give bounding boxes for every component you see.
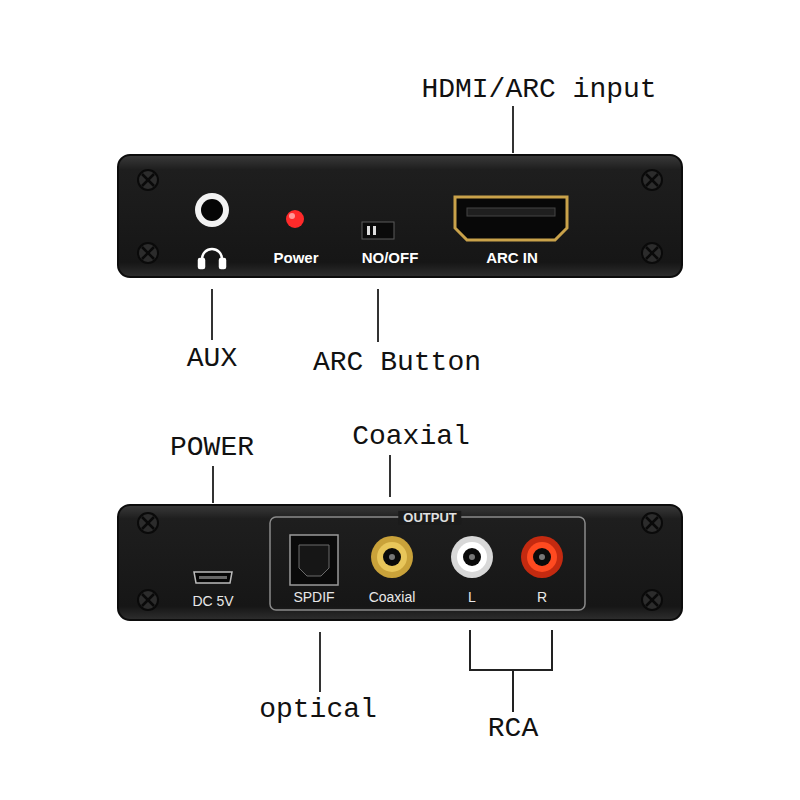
callout-label: RCA [488,714,538,745]
screw-slot [142,517,658,606]
rca-bracket [470,630,552,712]
screw [138,170,158,190]
leader-lines [319,632,321,692]
screw [642,243,662,263]
screw-slot [646,247,658,259]
coaxial-jack [371,536,413,578]
headphone-icon [199,249,225,268]
leader-lines [377,289,379,342]
callout-label: optical [259,695,377,726]
group-heading: OUTPUT [398,511,461,525]
port-label: Coaxial [369,590,416,605]
screw-slot [142,174,658,259]
rca-right-jack [533,548,551,566]
rca-left-jack [451,536,493,578]
optical-port [290,535,338,585]
rca-left-jack [457,542,487,572]
leader-lines [211,289,213,340]
callout-label: POWER [170,433,254,464]
hdmi-port [455,197,567,240]
rca-right-jack [521,536,563,578]
screw-slot [646,517,658,529]
rca-left-jack [451,536,493,578]
screw-slot [142,174,154,186]
screw [138,590,158,610]
leader-lines [512,106,514,153]
power-led [289,213,295,219]
rca-bracket [512,670,514,712]
screw-slot [646,594,658,606]
port-label: SPDIF [293,590,334,605]
power-label: Power [273,250,318,267]
back-panel: DC 5V OUTPUT SPDIF Coaxial L R [118,505,682,620]
front-panel: Power NO/OFF ARC IN [118,155,682,277]
power-led [286,210,304,228]
screw [138,513,158,533]
arc-switch [362,222,394,239]
screw [642,590,662,610]
port-label: DC 5V [192,594,233,609]
rca-left-jack [463,548,481,566]
aux-jack [201,199,223,221]
screw-slot [142,517,154,529]
micro-usb-port [194,572,232,583]
rca-left-jack [469,554,475,560]
callout-label: AUX [187,344,237,375]
coaxial-jack [383,548,401,566]
coaxial-jack [389,554,395,560]
screw-slot [646,174,658,186]
arc-switch [373,226,376,235]
screw-slot [142,517,154,529]
output-group: OUTPUTSPDIFCoaxialLR [270,517,585,610]
aux-jack [195,193,229,227]
hdmi-port [455,197,567,240]
port-label: ARC IN [486,250,538,267]
rca-right-jack [521,536,563,578]
screw [138,513,662,610]
output-frame [270,517,585,610]
screw-slot [142,174,154,186]
port-label: R [537,590,547,605]
micro-usb-port [194,572,232,583]
rca-right-jack [527,542,557,572]
screw-slot [646,247,658,259]
rca-bracket [470,630,552,670]
leader-lines [212,466,214,503]
hdmi-port [467,208,555,216]
screw-slot [646,174,658,186]
callout-label: HDMI/ARC input [421,75,656,106]
screw-slot [646,594,658,606]
headphone-icon [220,259,225,268]
port-label: L [468,590,476,605]
aux-jack [195,193,229,227]
switch-label: NO/OFF [362,250,419,267]
coaxial-jack [377,542,407,572]
screw-slot [646,517,658,529]
front-panel [118,155,682,277]
screw [642,513,662,533]
screw [138,243,158,263]
callout-label: Coaxial [352,422,470,453]
optical-port [299,545,329,576]
back-panel [118,505,682,620]
screw [642,170,662,190]
arc-switch [367,226,370,235]
optical-port [290,535,338,585]
screw-slot [142,594,154,606]
front-panel [118,155,682,277]
screw-slot [142,247,154,259]
back-panel [118,505,682,620]
arc-switch [362,222,394,239]
callout-label: ARC Button [313,348,481,379]
micro-usb-port [199,576,227,579]
screw-slot [142,247,154,259]
screw-slot [142,594,154,606]
rca-right-jack [539,554,545,560]
headphone-icon [199,259,204,268]
leader-lines [389,455,391,497]
coaxial-jack [371,536,413,578]
power-led [286,210,304,228]
